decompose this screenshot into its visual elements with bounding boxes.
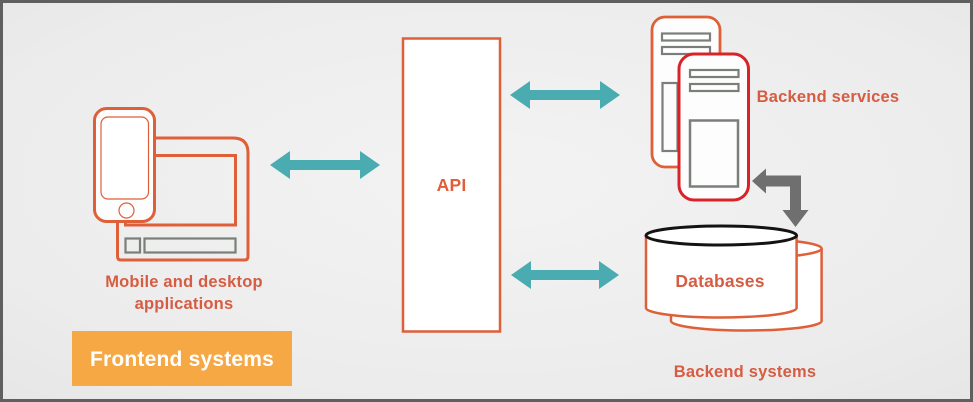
arrow-frontend-api <box>270 151 380 179</box>
arrow-api-services <box>510 81 620 109</box>
api-label: API <box>437 175 467 195</box>
backend-systems-label: Backend systems <box>674 363 816 381</box>
server-front-icon <box>677 52 750 202</box>
arrow-services-databases <box>752 168 809 227</box>
frontend-systems-badge-label: Frontend systems <box>90 348 274 371</box>
frontend-caption-line1: Mobile and desktop <box>105 273 263 291</box>
arrow-api-databases <box>511 261 619 289</box>
frontend-systems-badge <box>72 331 292 386</box>
backend-services-label: Backend services <box>757 88 900 106</box>
mobile-phone-icon <box>93 107 156 223</box>
databases-label: Databases <box>675 271 764 291</box>
frontend-caption-line2: applications <box>135 295 234 313</box>
api-box: API <box>401 37 502 333</box>
database-front-icon: Databases <box>644 224 799 319</box>
